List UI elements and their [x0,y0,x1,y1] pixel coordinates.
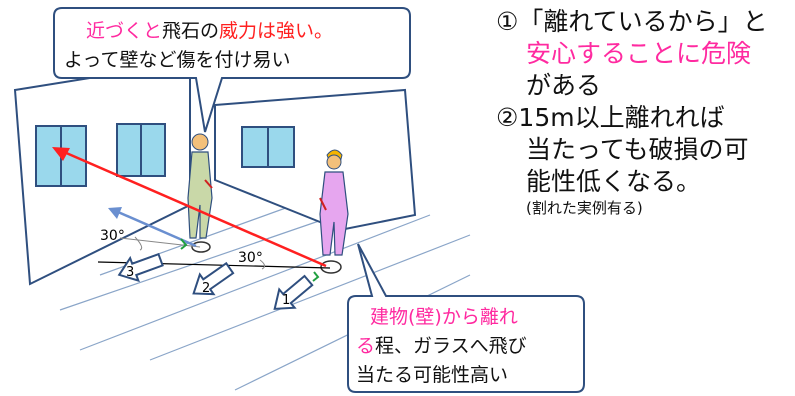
move-arrow-1 [273,274,314,310]
note-2-line2: 当たっても破損の可 [526,135,749,164]
worker-right-figure [319,149,349,274]
angle-label-left: 30° [100,228,125,244]
stone-trajectory-red [52,147,327,268]
arrow-label-3: 3 [126,265,134,280]
note-1-line1: ①「離れているから」と [496,7,768,36]
callout-top-line1: 近づくと飛石の威力は強い。 [86,20,333,42]
window-left-2 [116,123,166,177]
move-arrow-3 [117,252,164,283]
worker-left-figure [187,133,213,253]
callout-bottom-line2: る程、ガラスへ飛び [356,335,527,357]
angle-label-right: 30° [238,250,263,266]
note-1-line2: 安心することに危険 [526,39,752,68]
right-building [214,88,417,232]
note-2-line1: ②15m以上離れれば [496,103,725,132]
window-right [241,126,295,168]
move-arrow-2 [192,261,235,296]
note-2-line3: 能性低くなる。 [526,167,702,196]
callout-bottom [347,243,585,393]
callout-bottom-line1: 建物(壁)から離れ [370,306,518,328]
green-marks [180,238,320,282]
arrow-label-1: 1 [282,293,290,308]
notes-panel: ①「離れているから」と 安心することに危険 がある ②15m以上離れれば 当たっ… [496,6,792,218]
callout-top-line2: よって壁など傷を付け易い [64,49,290,71]
arrow-label-2: 2 [202,281,210,296]
callout-top [53,7,411,133]
callout-bottom-line3: 当たる可能性高い [356,364,508,386]
note-2-line4: (割れた実例有る) [526,199,643,217]
note-1-line3: がある [526,71,602,100]
